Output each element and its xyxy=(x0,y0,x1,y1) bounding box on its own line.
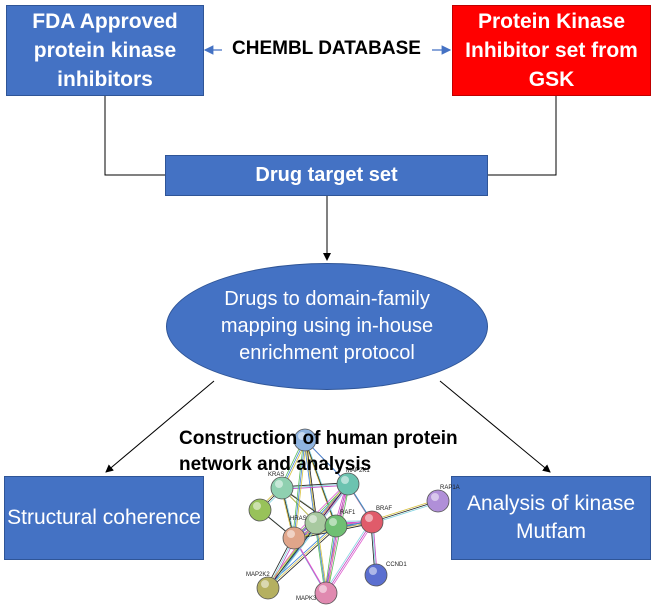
protein-network-image: MAPK1MAP2K1KRASHRASRAF1BRAFRAP1ACCND1MAP… xyxy=(246,428,460,605)
network-node-label: MAPK3 xyxy=(296,596,317,602)
network-node-highlight xyxy=(261,580,269,588)
network-node-highlight xyxy=(309,515,317,523)
network-edge xyxy=(325,483,349,594)
network-edge xyxy=(304,439,317,524)
network-node xyxy=(426,489,450,513)
structural-coherence-box: Structural coherence xyxy=(4,476,204,560)
network-node-label: RAP1A xyxy=(440,485,460,491)
network-edge xyxy=(305,441,318,525)
fda-approved-box: FDA Approved protein kinase inhibitors xyxy=(6,5,204,96)
gsk-inhibitor-box: Protein Kinase Inhibitor set from GSK xyxy=(452,5,651,96)
network-node-highlight xyxy=(369,567,377,575)
network-edge xyxy=(325,521,373,594)
network-node xyxy=(304,511,328,535)
network-edge xyxy=(292,438,305,537)
domain-family-mapping-ellipse: Drugs to domain-family mapping using in-… xyxy=(166,263,488,390)
network-edge xyxy=(266,482,348,588)
network-node-highlight xyxy=(319,585,327,593)
network-edge xyxy=(268,484,350,590)
network-edge xyxy=(268,526,338,590)
network-node xyxy=(364,563,388,587)
drug-target-set-box: Drug target set xyxy=(165,155,488,196)
network-node-label: BRAF xyxy=(376,506,392,512)
chembl-database-label: CHEMBL DATABASE xyxy=(232,38,421,59)
network-node-label: CCND1 xyxy=(386,562,407,568)
network-edge xyxy=(267,483,349,589)
network-node-highlight xyxy=(365,514,373,522)
network-edge xyxy=(267,525,337,589)
construction-network-label: Construction of human protein network an… xyxy=(179,428,458,475)
network-node-highlight xyxy=(341,476,349,484)
network-edge xyxy=(303,438,316,522)
network-node-highlight xyxy=(287,530,295,538)
network-edge xyxy=(324,520,372,593)
network-node xyxy=(314,581,338,605)
network-node xyxy=(256,576,280,600)
network-node-highlight xyxy=(253,502,261,510)
network-edge xyxy=(371,500,439,523)
network-edge xyxy=(293,439,306,539)
network-node-label: HRAS xyxy=(290,516,307,522)
network-node-label: MAP2K2 xyxy=(246,572,270,578)
network-edge xyxy=(326,522,374,595)
network-edge xyxy=(292,482,348,538)
network-node xyxy=(282,526,306,550)
network-edge xyxy=(304,439,337,527)
network-node-highlight xyxy=(275,480,283,488)
network-node xyxy=(248,498,272,522)
network-node-highlight xyxy=(298,432,306,440)
network-node xyxy=(270,476,294,500)
network-node-label: MAP2K1 xyxy=(346,468,370,474)
network-node xyxy=(324,514,348,538)
kinase-mutfam-box: Analysis of kinase Mutfam xyxy=(451,476,651,560)
network-edge xyxy=(294,441,307,540)
network-node-label: RAF1 xyxy=(340,510,356,516)
network-node-highlight xyxy=(431,493,439,501)
network-node-highlight xyxy=(329,518,337,526)
network-node xyxy=(360,510,384,534)
network-edge xyxy=(326,485,350,595)
network-node-label: KRAS xyxy=(268,472,284,478)
